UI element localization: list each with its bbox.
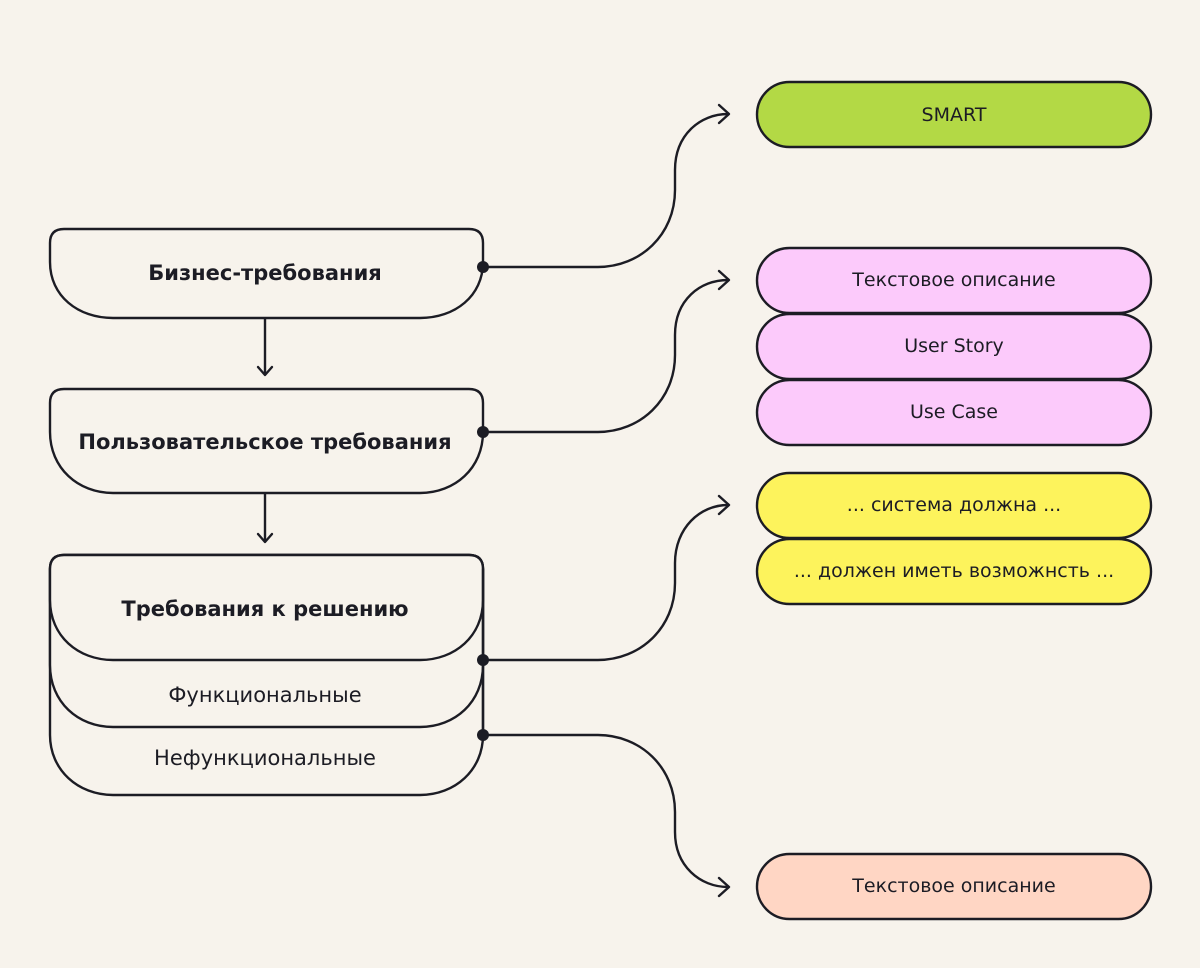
pill-label: Текстовое описание <box>851 269 1055 291</box>
pill-label: ... система должна ... <box>847 494 1061 516</box>
user-label: Пользовательское требования <box>78 430 451 454</box>
pill-smart-shape <box>755 80 1153 149</box>
user-formats-group: Текстовое описание User Story Use Case <box>755 246 1153 447</box>
user-box <box>48 387 485 495</box>
arrowhead-down-2 <box>256 532 274 544</box>
connector-user-to-formats <box>481 278 730 434</box>
pill-use-case[interactable]: Use Case <box>755 378 1153 447</box>
connector-dot-business <box>477 261 489 273</box>
arrowhead-user-formats <box>717 269 731 291</box>
connector-business-to-smart <box>481 112 730 269</box>
connector-nonfunctional-to-formats <box>481 733 730 889</box>
functional-formats-group: ... система должна ... ... должен иметь … <box>755 471 1153 606</box>
business-label: Бизнес-требования <box>148 261 382 285</box>
pill-system-must[interactable]: ... система должна ... <box>755 471 1153 540</box>
solution-title-box <box>48 553 485 662</box>
pill-shape <box>755 378 1153 447</box>
arrowhead-smart <box>717 103 731 125</box>
business-box <box>48 227 485 320</box>
connector-dot-functional <box>477 654 489 666</box>
solution-label: Требования к решению <box>121 597 408 621</box>
pill-label: Use Case <box>910 401 998 423</box>
pill-label: Текстовое описание <box>851 875 1055 897</box>
node-business-requirements[interactable]: Бизнес-требования <box>48 227 485 320</box>
pill-shape <box>755 537 1153 606</box>
pill-must-be-able[interactable]: ... должен иметь возможнсть ... <box>755 537 1153 606</box>
node-user-requirements[interactable]: Пользовательское требования <box>48 387 485 495</box>
connectors <box>256 103 731 898</box>
connector-dot-nonfunctional <box>477 729 489 741</box>
pill-user-story[interactable]: User Story <box>755 312 1153 381</box>
pill-text-description[interactable]: Текстовое описание <box>755 246 1153 315</box>
connector-dot-user <box>477 426 489 438</box>
pill-nonfunctional-text-description[interactable]: Текстовое описание <box>755 852 1153 921</box>
pill-shape <box>755 852 1153 921</box>
pill-smart[interactable]: SMART <box>755 80 1153 149</box>
arrowhead-functional-formats <box>717 494 731 516</box>
arrowhead-nonfunctional-formats <box>717 876 731 898</box>
connector-functional-to-formats <box>481 503 730 662</box>
pill-label: User Story <box>904 335 1004 357</box>
functional-label: Функциональные <box>168 683 361 707</box>
pill-smart-label: SMART <box>922 104 987 126</box>
pill-label: ... должен иметь возможнсть ... <box>794 560 1114 582</box>
arrowhead-down-1 <box>256 365 274 377</box>
nonfunctional-label: Нефункциональные <box>154 746 376 770</box>
node-solution-requirements[interactable]: Требования к решению Функциональные Нефу… <box>48 553 485 797</box>
